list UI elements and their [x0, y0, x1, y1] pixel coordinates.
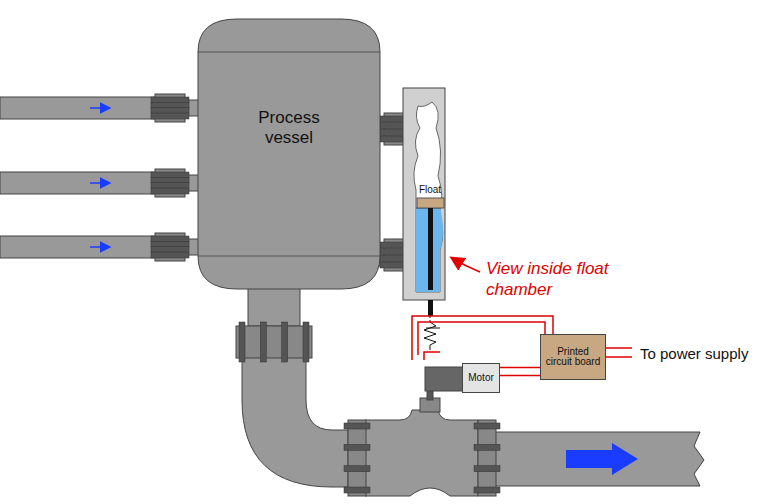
- pipe-flange: [236, 326, 312, 358]
- node-text: Process vessel: [244, 108, 334, 147]
- node-text: Motor: [468, 373, 494, 384]
- float: [417, 198, 444, 208]
- outlet-neck: [248, 286, 300, 326]
- float-chamber: [403, 88, 445, 300]
- liquid: [416, 208, 443, 292]
- inlet-pipe: [0, 236, 155, 258]
- cutaway-view: [414, 102, 443, 292]
- float-rod: [428, 208, 433, 290]
- pcb-box: Printed circuit board: [540, 334, 606, 380]
- part-label: To power supply: [640, 345, 748, 362]
- actuator-gear: [425, 367, 465, 391]
- inlet-pipe: [0, 97, 155, 119]
- motor-box: Motor: [462, 363, 500, 393]
- pipe-flange: [348, 420, 366, 496]
- wire-pair: [500, 368, 540, 376]
- vessel-outline: [197, 18, 381, 290]
- vessel-node: Process vessel: [197, 18, 381, 290]
- valve-body: [365, 410, 478, 496]
- flow-arrow: [566, 443, 638, 475]
- part-label: Float: [419, 184, 441, 195]
- callout-arrow: [452, 258, 480, 272]
- outlet-pipe: [495, 432, 704, 486]
- pipe-flange: [478, 420, 496, 496]
- chamber-stem: [428, 300, 433, 316]
- callout-text: View inside float chamber: [486, 258, 626, 301]
- potentiometer-symbol: [424, 322, 436, 350]
- node-text: Printed circuit board: [544, 347, 602, 368]
- outlet-elbow: [242, 356, 348, 487]
- inlet-pipe: [0, 172, 155, 194]
